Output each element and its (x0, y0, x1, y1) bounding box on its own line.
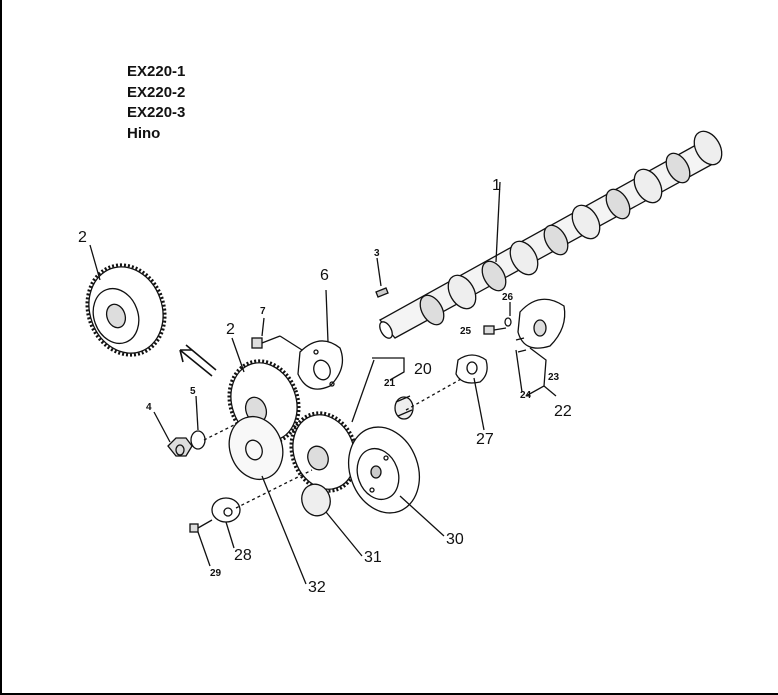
idler-hub (228, 415, 284, 481)
bolt-29 (189, 519, 213, 533)
callout-4: 4 (146, 402, 152, 413)
model-list: EX220-1 EX220-2 EX220-3 Hino (127, 62, 185, 144)
callout-2a: 2 (78, 229, 87, 246)
callout-29: 29 (210, 568, 222, 579)
callout-7: 7 (260, 306, 266, 317)
callout-31: 31 (364, 549, 382, 566)
gear-upper (85, 263, 167, 357)
model-item: Hino (127, 124, 161, 142)
key-part (375, 287, 389, 298)
model-item: EX220-1 (127, 63, 186, 80)
gear-center (289, 411, 359, 493)
callout-2b: 2 (226, 321, 235, 338)
callout-23: 23 (548, 372, 560, 383)
model-item: EX220-3 (127, 104, 186, 121)
arrow-up-left-icon (179, 349, 213, 377)
callout-26: 26 (502, 292, 514, 303)
callout-32: 32 (308, 579, 326, 596)
camshaft (378, 130, 723, 339)
model-item: EX220-2 (127, 83, 186, 101)
callout-1: 1 (492, 177, 501, 194)
callout-30: 30 (446, 531, 464, 548)
sensor-assembly (483, 298, 566, 353)
washer-27 (455, 354, 488, 384)
callout-28: 28 (234, 547, 252, 564)
pulley-30 (348, 426, 420, 514)
callout-20: 20 (414, 361, 432, 378)
callout-5: 5 (190, 386, 196, 397)
callout-27: 27 (476, 431, 494, 448)
callout-24: 24 (520, 390, 532, 401)
callout-21: 21 (384, 378, 396, 389)
callout-3: 3 (374, 248, 380, 259)
sleeve (394, 395, 414, 420)
nut-washer (167, 430, 206, 457)
retainer-28 (211, 497, 241, 523)
cam-lobes (419, 130, 723, 326)
callout-25: 25 (460, 326, 472, 337)
callout-22: 22 (554, 403, 572, 420)
bushing-31 (301, 483, 331, 517)
callout-6: 6 (320, 267, 329, 284)
thrust-plate (297, 340, 344, 390)
bolt-7 (251, 335, 281, 349)
